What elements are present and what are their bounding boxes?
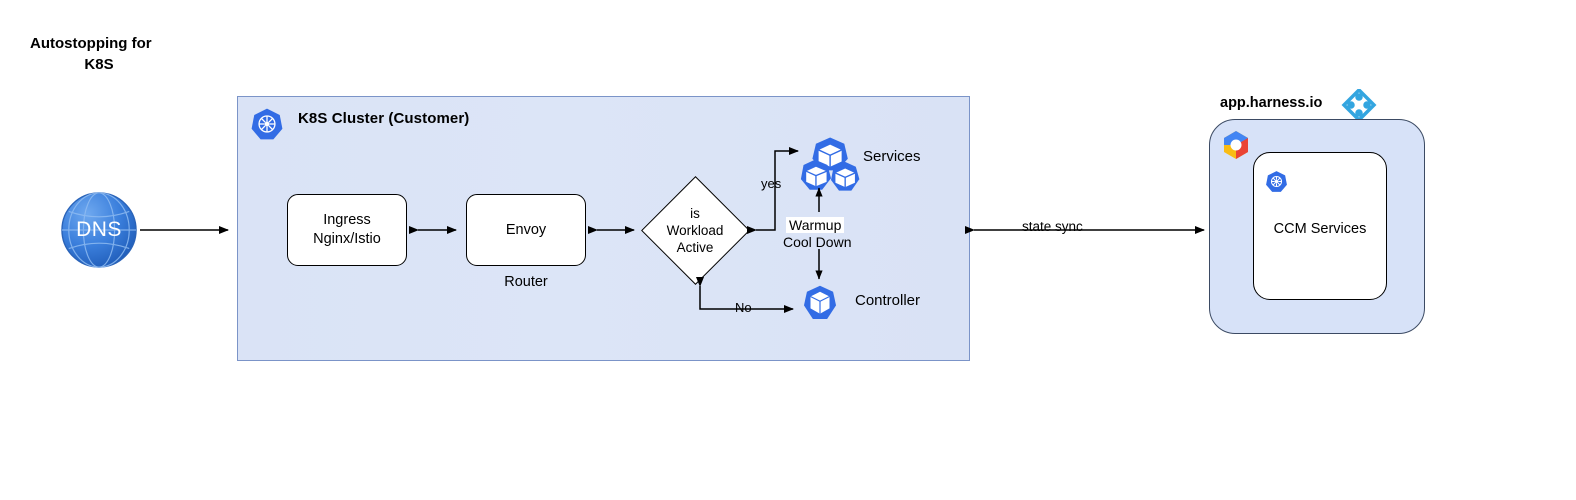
google-cloud-icon <box>1224 131 1248 159</box>
kubernetes-pods-icon <box>800 137 860 191</box>
ingress-node[interactable]: Ingress Nginx/Istio <box>287 194 407 266</box>
edge-yes-to-services <box>747 147 799 234</box>
globe-icon <box>61 192 137 268</box>
kubernetes-icon <box>251 108 283 140</box>
warmup-label: Warmup <box>786 217 845 233</box>
envoy-label: Envoy <box>505 221 547 238</box>
services-label: Services <box>863 148 921 165</box>
decision-label: is Workload Active <box>666 205 724 255</box>
ccm-services-label: CCM Services <box>1273 221 1367 237</box>
kubernetes-icon <box>1266 171 1287 192</box>
cooldown-label: Cool Down <box>783 234 852 250</box>
envoy-node[interactable]: Envoy <box>466 194 586 266</box>
harness-title: app.harness.io <box>1220 95 1323 111</box>
dns-node[interactable]: DNS <box>60 191 138 269</box>
ingress-label-line2: Nginx/Istio <box>313 231 381 247</box>
edge-no-to-controller <box>696 277 794 313</box>
page-title-line2: K8S <box>84 56 114 73</box>
page-title: Autostopping for K8S <box>30 33 290 75</box>
controller-label: Controller <box>855 292 921 309</box>
ingress-label-line1: Ingress <box>323 212 371 228</box>
cluster-title: K8S Cluster (Customer) <box>298 110 470 127</box>
page-title-line1: Autostopping for <box>30 35 152 52</box>
decision-node[interactable]: is Workload Active <box>641 176 750 285</box>
kubernetes-pod-icon <box>803 285 837 320</box>
dns-label: DNS <box>76 218 122 241</box>
router-label: Router <box>504 274 548 290</box>
